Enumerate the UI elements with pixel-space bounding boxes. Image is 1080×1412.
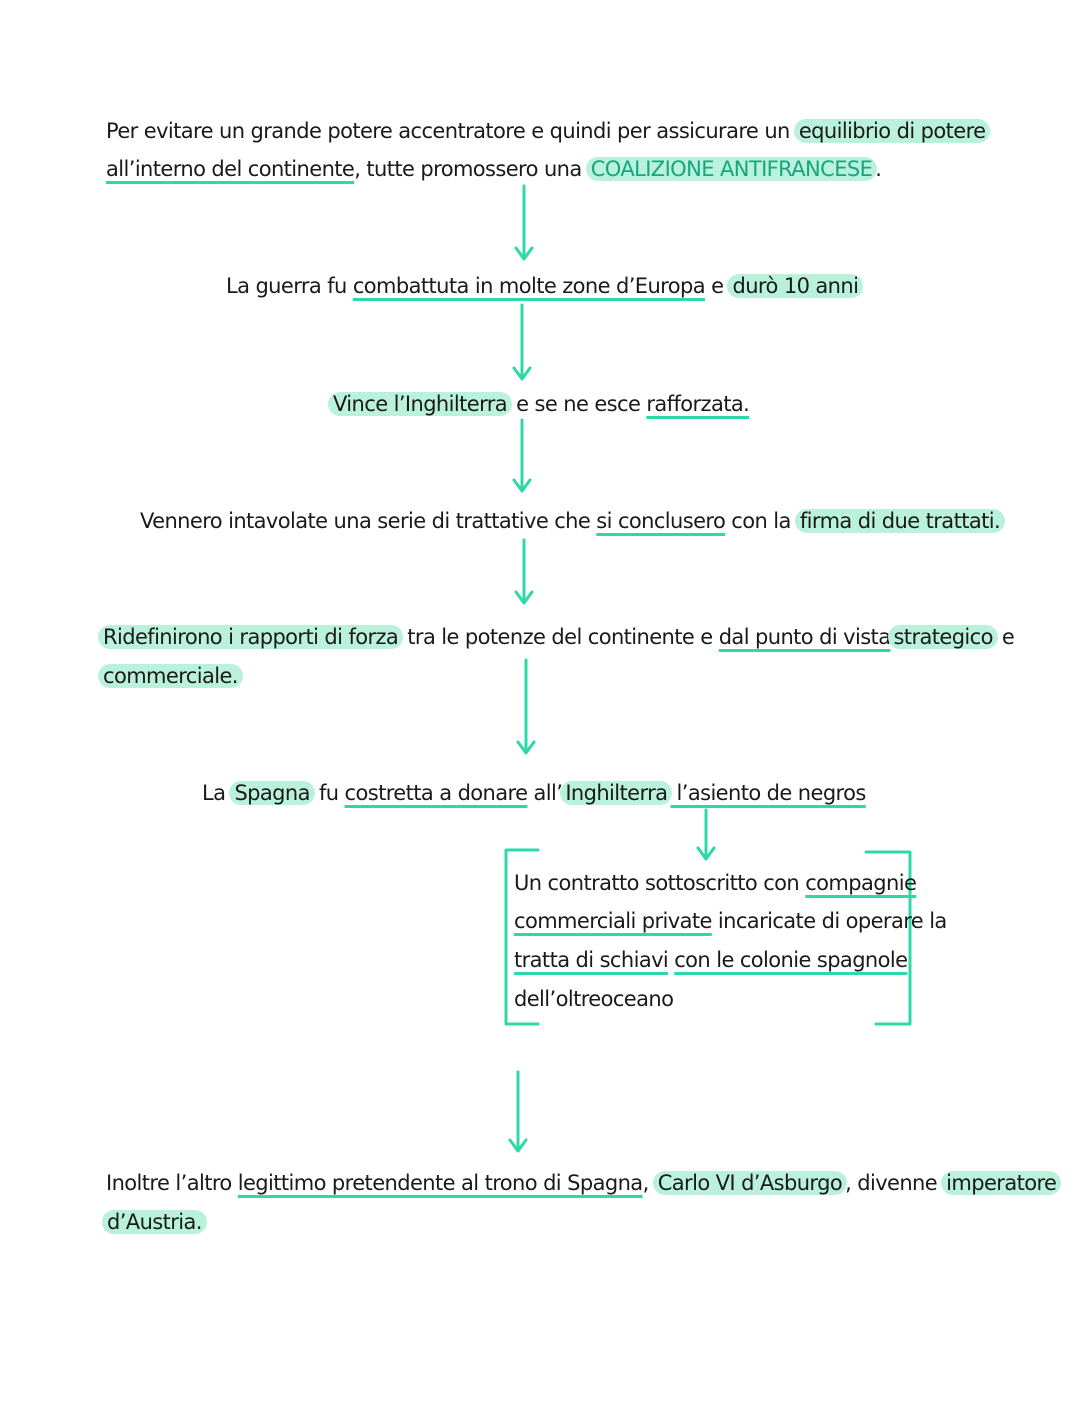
underline-europa: combattuta in molte zone d’Europa: [352, 274, 706, 298]
highlight-dieci-anni: durò 10 anni: [727, 274, 864, 298]
underline-pretendente: legittimo pretendente al trono di Spagna: [237, 1171, 643, 1195]
box-text: dell’oltreoceano: [514, 987, 674, 1011]
underline-commerciali-private: commerciali private: [514, 909, 712, 933]
arrow-down-icon: [512, 418, 532, 493]
austria-line-1: Inoltre l’altro legittimo pretendente al…: [106, 1168, 1062, 1198]
underline-tratta-schiavi: tratta di schiavi: [514, 948, 669, 972]
austria-text: , divenne: [845, 1171, 944, 1195]
arrow-down-icon: [514, 538, 534, 605]
war-text: La guerra fu: [226, 274, 353, 298]
winner-line: Vince l’Inghilterra e se ne esce rafforz…: [328, 389, 750, 419]
box-line-4: dell’oltreoceano: [514, 984, 674, 1014]
asiento-line: La Spagna fu costretta a donare all’Ingh…: [202, 778, 866, 808]
comma: ,: [642, 1171, 655, 1195]
highlight-inghilterra: Vince l’Inghilterra: [328, 392, 513, 416]
forces-text: tra le potenze del continente e: [401, 625, 719, 649]
highlight-strategico: strategico: [888, 625, 998, 649]
intro-line-2: all’interno del continente, tutte promos…: [106, 154, 882, 184]
war-text: e: [705, 274, 730, 298]
box-line-2: commerciali private incaricate di operar…: [514, 906, 947, 936]
underline-rafforzata: rafforzata.: [646, 392, 750, 416]
forces-line-1: Ridefinirono i rapporti di forza tra le …: [98, 622, 1015, 652]
box-text: Un contratto sottoscritto con: [514, 871, 806, 895]
underline-continente: all’interno del continente: [106, 157, 355, 181]
period: .: [875, 157, 882, 181]
treaties-line: Vennero intavolate una serie di trattati…: [140, 506, 1006, 536]
highlight-coalizione: COALIZIONE ANTIFRANCESE: [585, 157, 878, 181]
highlight-imperatore: imperatore: [941, 1171, 1062, 1195]
treaties-text: Vennero intavolate una serie di trattati…: [140, 509, 597, 533]
underline-punto-vista: dal punto di vista: [718, 625, 891, 649]
forces-text: e: [995, 625, 1015, 649]
asiento-text: fu: [312, 781, 345, 805]
highlight-carlo-vi: Carlo VI d’Asburgo: [652, 1171, 848, 1195]
treaties-text: con la: [725, 509, 797, 533]
highlight-commerciale: commerciale.: [98, 664, 243, 688]
underline-compagnie: compagnie: [805, 871, 917, 895]
underline-asiento: l’asiento de negros: [670, 781, 867, 805]
austria-text: Inoltre l’altro: [106, 1171, 238, 1195]
austria-line-2: d’Austria.: [102, 1207, 207, 1237]
underline-costretta: costretta a donare: [344, 781, 528, 805]
underline-conclusero: si conclusero: [596, 509, 726, 533]
box-line-1: Un contratto sottoscritto con compagnie: [514, 868, 917, 898]
arrow-down-icon: [508, 1070, 528, 1153]
highlight-spagna: Spagna: [229, 781, 315, 805]
box-line-3: tratta di schiavi con le colonie spagnol…: [514, 945, 908, 975]
arrow-down-icon: [514, 184, 534, 261]
war-line: La guerra fu combattuta in molte zone d’…: [226, 271, 864, 301]
arrow-down-icon: [516, 658, 536, 755]
forces-line-2: commerciale.: [98, 661, 243, 691]
intro-text: Per evitare un grande potere accentrator…: [106, 119, 796, 143]
highlight-trattati: firma di due trattati.: [794, 509, 1006, 533]
intro-line-1: Per evitare un grande potere accentrator…: [106, 116, 991, 146]
highlight-austria: d’Austria.: [102, 1210, 207, 1234]
asiento-text: La: [202, 781, 232, 805]
arrow-down-icon: [512, 303, 532, 381]
underline-colonie: con le colonie spagnole: [674, 948, 908, 972]
highlight-inghilterra-2: Inghilterra: [560, 781, 673, 805]
box-text: incaricate di operare la: [711, 909, 947, 933]
arrow-down-icon: [696, 808, 716, 861]
highlight-rapporti-forza: Ridefinirono i rapporti di forza: [98, 625, 404, 649]
asiento-text: all’: [527, 781, 563, 805]
winner-text: e se ne esce: [510, 392, 647, 416]
highlight-equilibrio: equilibrio di potere: [793, 119, 991, 143]
intro-text: , tutte promossero una: [354, 157, 588, 181]
